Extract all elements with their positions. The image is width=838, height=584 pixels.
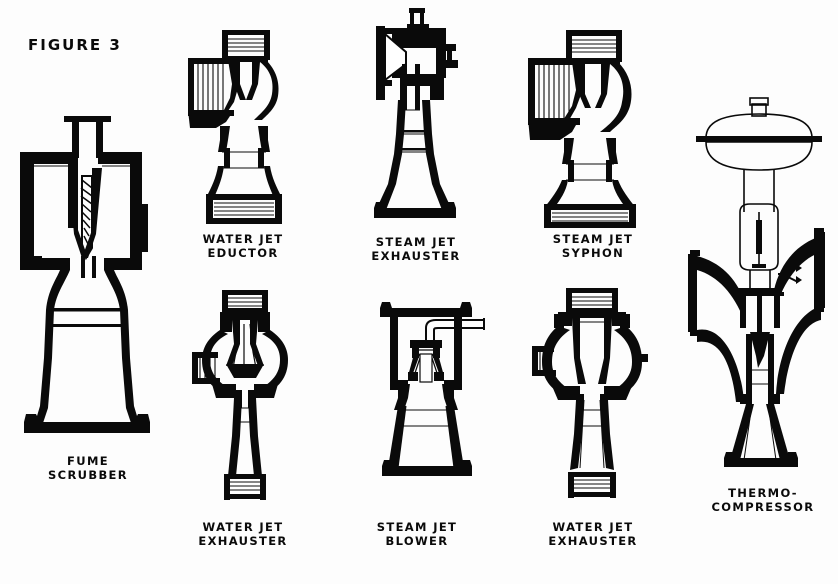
water-jet-eductor-drawing	[188, 30, 282, 224]
steam-jet-exhauster-drawing	[374, 8, 458, 218]
thread-hatch-side	[538, 65, 570, 118]
caption-steam-jet-exhauster: STEAM JET EXHAUSTER	[371, 235, 461, 263]
steam-inlet-hatch	[434, 41, 442, 46]
water-jet-exhauster-left-drawing	[192, 290, 288, 500]
steam-jet-blower-drawing	[380, 302, 485, 476]
caption-fume-scrubber: FUME SCRUBBER	[48, 454, 128, 482]
thread-hatch-side	[197, 64, 224, 110]
device-water-jet-exhauster-left	[186, 286, 304, 518]
device-steam-jet-exhauster	[352, 4, 478, 238]
thermo-compressor-drawing	[688, 97, 825, 467]
caption-thermo-compressor: THERMO- COMPRESSOR	[711, 486, 815, 514]
device-thermo-compressor	[678, 94, 838, 486]
caption-water-jet-exhauster-right: WATER JET EXHAUSTER	[548, 520, 638, 548]
thread-hatch-top	[572, 39, 616, 53]
thread-hatch-bottom	[552, 212, 628, 222]
caption-water-jet-exhauster-left: WATER JET EXHAUSTER	[198, 520, 288, 548]
thread-hatch-top	[228, 38, 264, 52]
jet-stream-lines	[232, 323, 257, 370]
caption-water-jet-eductor: WATER JET EDUCTOR	[202, 232, 284, 260]
device-water-jet-exhauster-right	[528, 284, 656, 518]
caption-steam-jet-blower: STEAM JET BLOWER	[376, 520, 458, 548]
device-fume-scrubber	[12, 108, 162, 456]
device-water-jet-eductor	[176, 22, 302, 234]
spiral-nozzle-insert	[80, 175, 93, 261]
caption-steam-jet-syphon: STEAM JET SYPHON	[552, 232, 634, 260]
steam-jet-syphon-drawing	[528, 30, 636, 228]
figure-title: FIGURE 3	[28, 36, 122, 54]
thread-hatch-bottom	[214, 202, 274, 216]
device-steam-jet-blower	[368, 298, 492, 514]
fume-scrubber-drawing	[20, 116, 150, 433]
device-steam-jet-syphon	[518, 22, 650, 234]
steam-supply-pipe	[425, 318, 485, 340]
water-jet-exhauster-right-drawing	[532, 288, 648, 498]
